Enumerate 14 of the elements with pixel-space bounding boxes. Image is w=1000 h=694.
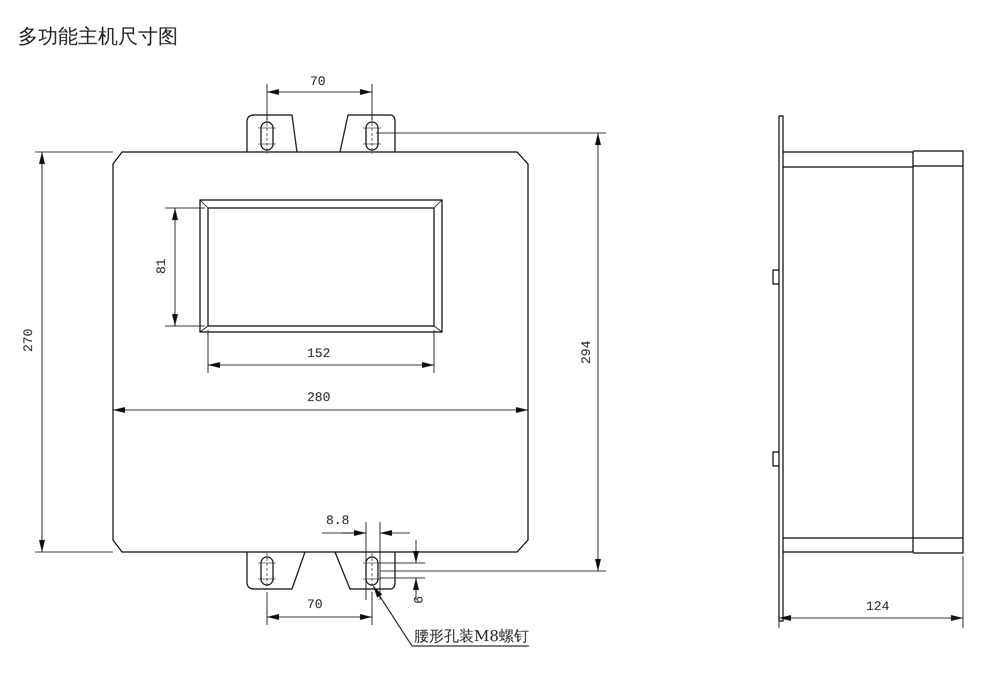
dimension-label: 294 xyxy=(580,340,593,364)
dimension-label: 70 xyxy=(310,75,326,88)
dimension-label: 270 xyxy=(22,328,35,352)
dimension-label: 9 xyxy=(411,596,424,604)
slot-hole xyxy=(365,556,379,586)
dimension-label: 81 xyxy=(155,258,168,274)
leader-label: 腰形孔装M8螺钉 xyxy=(414,629,529,644)
dimension-label: 70 xyxy=(307,598,323,611)
dimension-label: 152 xyxy=(307,347,330,360)
dimension-label: 124 xyxy=(866,600,890,613)
dimension-label: 280 xyxy=(307,391,330,404)
leader-line xyxy=(372,586,530,646)
dimension-label: 8.8 xyxy=(326,514,350,527)
title: 多功能主机尺寸图 xyxy=(18,26,178,46)
